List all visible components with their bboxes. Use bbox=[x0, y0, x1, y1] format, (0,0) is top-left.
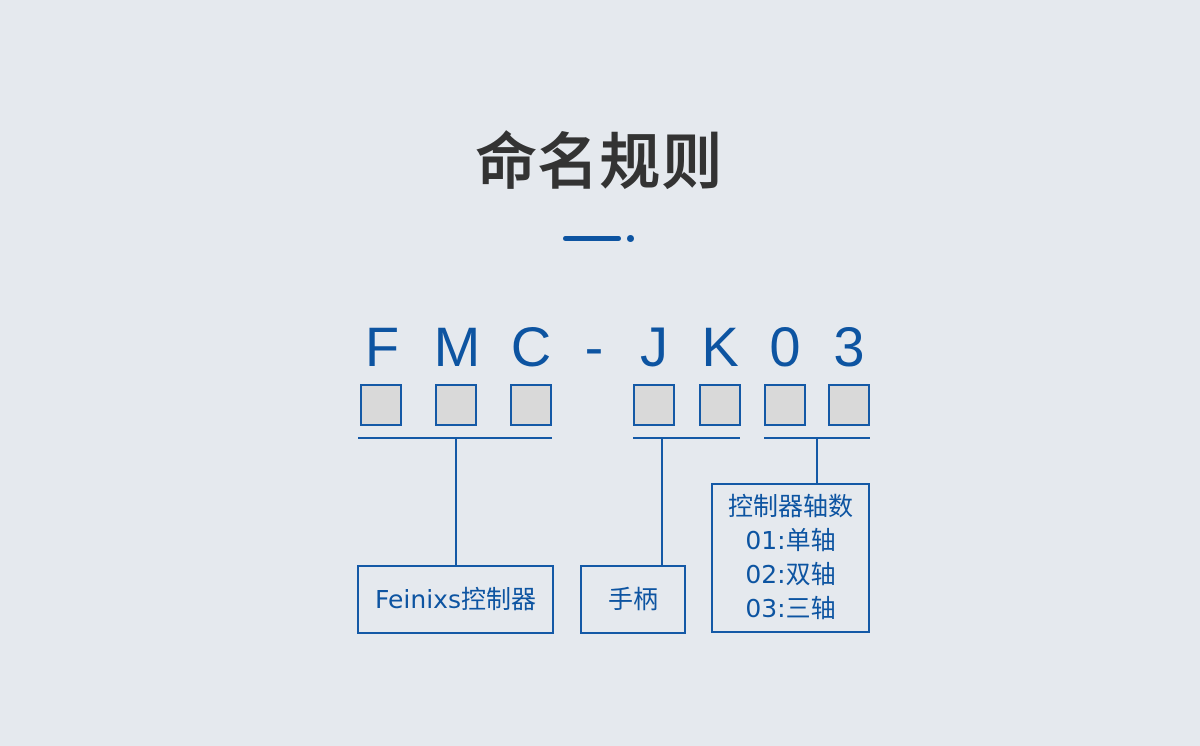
axis-option-03: 03:三轴 bbox=[745, 594, 836, 623]
axis-heading: 控制器轴数 bbox=[727, 492, 853, 521]
code-box-m bbox=[435, 384, 477, 426]
brand-label: Feinixs控制器 bbox=[375, 585, 536, 614]
handle-group-underline bbox=[633, 437, 740, 439]
code-char-0: 0 bbox=[769, 315, 801, 378]
code-box-c bbox=[510, 384, 552, 426]
code-box-f bbox=[360, 384, 402, 426]
code-char-f: F bbox=[364, 315, 400, 378]
brand-label-box: Feinixs控制器 bbox=[357, 565, 554, 634]
axis-connector bbox=[816, 437, 818, 484]
page-title: 命名规则 bbox=[476, 128, 724, 198]
title-underline-dot bbox=[627, 235, 634, 242]
handle-label: 手柄 bbox=[607, 585, 658, 614]
title-underline-bar bbox=[563, 236, 621, 241]
code-char-dash: - bbox=[584, 315, 604, 378]
code-char-c: C bbox=[510, 315, 552, 378]
code-char-3: 3 bbox=[833, 315, 865, 378]
handle-connector bbox=[661, 437, 663, 567]
brand-connector bbox=[455, 437, 457, 566]
handle-label-box: 手柄 bbox=[580, 565, 686, 634]
code-char-j: J bbox=[640, 315, 668, 378]
code-box-j bbox=[633, 384, 675, 426]
code-char-k: K bbox=[701, 315, 739, 378]
code-box-3 bbox=[828, 384, 870, 426]
axis-option-01: 01:单轴 bbox=[745, 526, 836, 555]
code-box-k bbox=[699, 384, 741, 426]
axis-option-02: 02:双轴 bbox=[745, 560, 836, 589]
code-box-0 bbox=[764, 384, 806, 426]
axis-label-box: 控制器轴数 01:单轴 02:双轴 03:三轴 bbox=[711, 483, 870, 633]
code-char-m: M bbox=[433, 315, 481, 378]
